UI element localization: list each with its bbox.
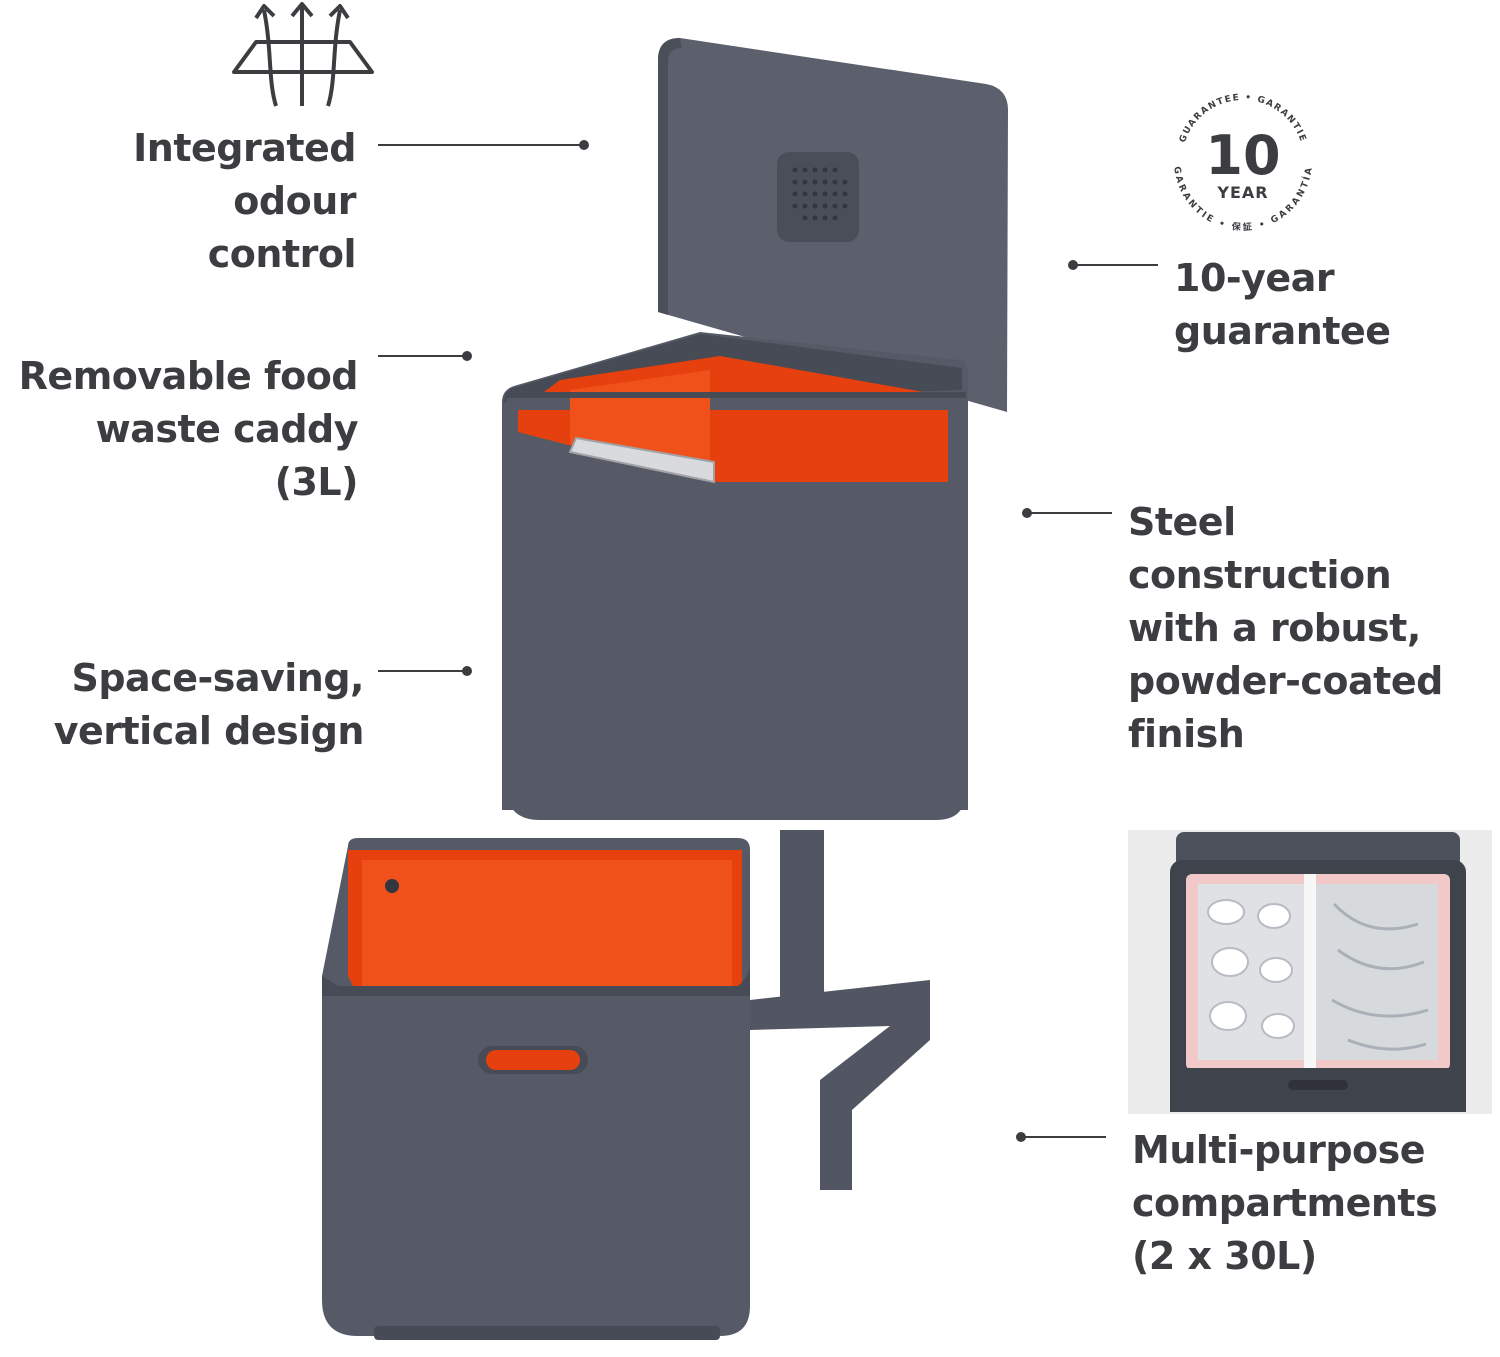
guarantee-seal-icon: GUARANTEE • GARANTIE GARANTIE • 保証 • GAR… <box>1171 93 1313 233</box>
callout-line-space <box>378 670 468 672</box>
badge-unit: YEAR <box>1216 183 1268 202</box>
callout-dot-caddy <box>462 351 472 361</box>
callout-line-odour <box>378 144 584 146</box>
airflow-filter-icon <box>232 2 374 107</box>
vent-filter-icon <box>777 152 859 242</box>
callout-line-caddy <box>378 355 468 357</box>
compartments-photo <box>1128 830 1492 1114</box>
bin-stand <box>750 830 930 1190</box>
badge-number: 10 <box>1205 124 1280 187</box>
callout-dot-space <box>462 666 472 676</box>
lower-bin-illustration <box>322 838 750 1340</box>
callout-line-compartments <box>1020 1136 1106 1138</box>
callout-dot-odour <box>579 140 589 150</box>
feature-odour-control: Integrated odour control <box>133 126 356 276</box>
feature-space-saving: Space-saving, vertical design <box>53 656 365 753</box>
feature-compartments: Multi-purpose compartments (2 x 30L) <box>1132 1128 1438 1278</box>
upper-bin-body <box>506 392 966 820</box>
callout-line-steel <box>1026 512 1112 514</box>
feature-guarantee: 10-year guarantee <box>1174 256 1391 353</box>
feature-steel-construction: Steel construction with a robust, powder… <box>1128 500 1443 756</box>
feature-food-caddy: Removable food waste caddy (3L) <box>18 354 359 504</box>
callout-line-guarantee <box>1072 264 1158 266</box>
